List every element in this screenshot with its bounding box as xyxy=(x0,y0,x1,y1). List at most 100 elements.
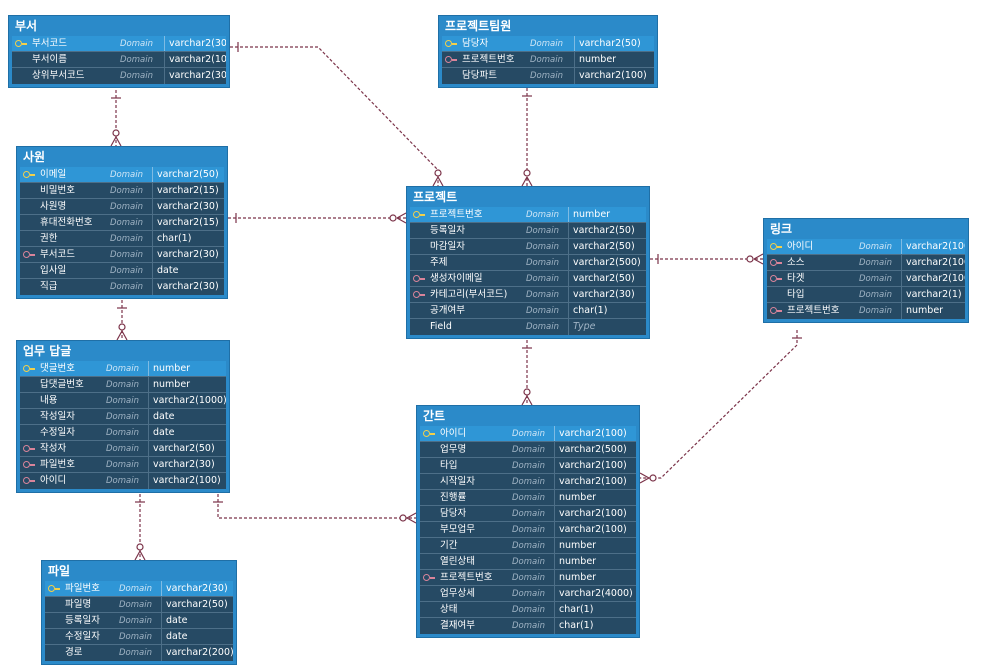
key-cell xyxy=(420,602,438,617)
column-name: 부서코드 xyxy=(32,38,67,49)
column-name: 결재여부 xyxy=(440,620,475,631)
column-name: 카테고리(부서코드) xyxy=(430,289,508,300)
key-cell xyxy=(420,474,438,489)
column-domain: Domain xyxy=(859,242,892,252)
column-domain: Domain xyxy=(119,632,152,642)
column-name: 타입 xyxy=(440,460,458,471)
column-type: number xyxy=(554,490,636,505)
key-cell xyxy=(410,287,428,302)
key-cell xyxy=(20,457,38,472)
column-type: varchar2(50) xyxy=(568,271,646,286)
column-name: 프로젝트번호 xyxy=(462,54,515,65)
entity-link[interactable]: 링크아이디Domainvarchar2(100)소스Domainvarchar2… xyxy=(763,218,969,323)
column-type: number xyxy=(148,361,226,376)
entity-title: 부서 xyxy=(15,19,38,33)
column-name: 담당파트 xyxy=(462,70,497,81)
column-type: varchar2(50) xyxy=(148,441,226,456)
column-name: 시작일자 xyxy=(440,476,475,487)
column-domain: Domain xyxy=(512,621,545,631)
column-domain: Domain xyxy=(512,573,545,583)
relationship-optional-mark xyxy=(112,129,120,137)
foreign-key-icon xyxy=(413,275,425,283)
column-domain: Domain xyxy=(119,584,152,594)
column-type: Type xyxy=(568,319,646,335)
column-domain: Domain xyxy=(110,170,143,180)
key-cell xyxy=(410,223,428,238)
relationship-many-mark xyxy=(753,258,764,265)
key-cell xyxy=(20,199,38,214)
column-type: date xyxy=(161,629,233,644)
foreign-key-icon xyxy=(770,259,782,267)
column-domain: Domain xyxy=(512,541,545,551)
key-cell xyxy=(420,570,438,585)
column-domain: Domain xyxy=(119,600,152,610)
column-name: 아이디 xyxy=(440,428,467,439)
column-type: number xyxy=(148,377,226,392)
column-type: date xyxy=(161,613,233,628)
column-domain: Domain xyxy=(106,364,139,374)
key-cell xyxy=(410,271,428,286)
